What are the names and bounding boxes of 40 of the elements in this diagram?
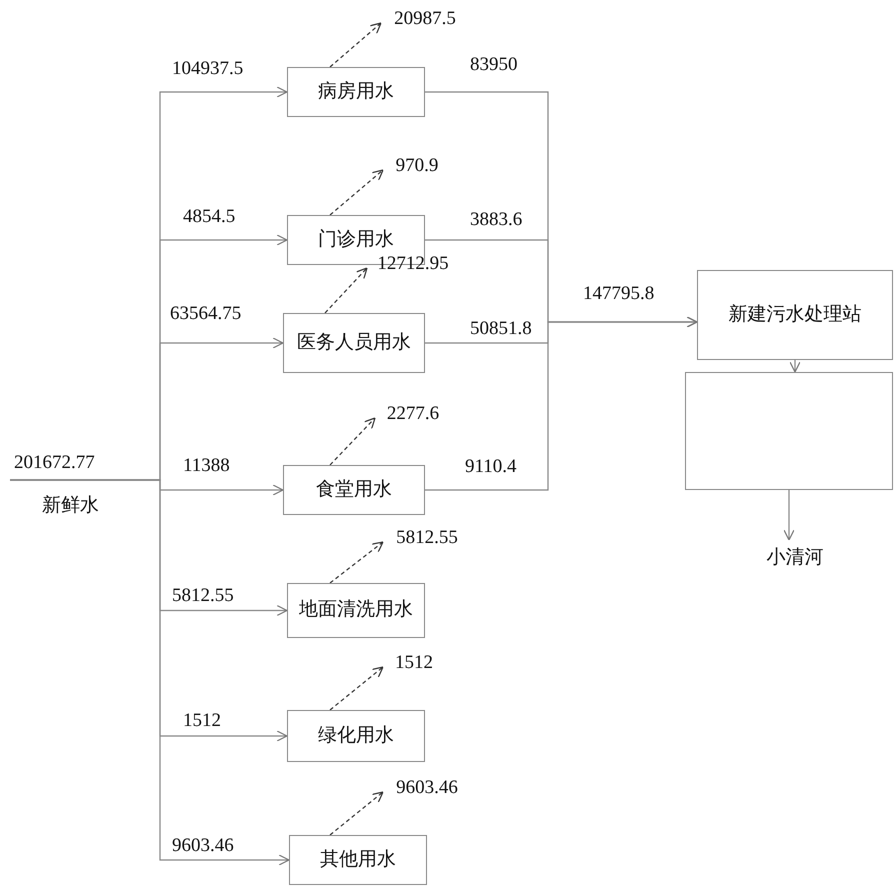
loss-value: 9603.46	[384, 774, 470, 802]
process-box: 食堂用水	[283, 465, 425, 515]
dashed-arrow	[330, 417, 376, 466]
flow-value: 147795.8	[583, 283, 654, 305]
process-box: 其他用水	[289, 835, 427, 885]
edge-label: 4854.5	[183, 206, 236, 228]
edge-label: 104937.5	[172, 58, 244, 80]
loss-value: 2277.6	[376, 400, 450, 428]
process-box: 绿化用水	[287, 710, 425, 762]
edge-label: 9110.4	[465, 456, 517, 478]
process-box	[685, 372, 893, 490]
flow-arrow	[789, 360, 801, 373]
flow-arrow	[783, 490, 795, 541]
process-box: 地面清洗用水	[287, 583, 425, 638]
edge-label: 11388	[183, 455, 230, 477]
source-label: 新鲜水	[42, 494, 99, 518]
process-box: 医务人员用水	[283, 313, 425, 373]
loss-value: 1512	[384, 649, 444, 677]
dashed-arrow	[324, 267, 368, 314]
dashed-arrow	[330, 541, 384, 584]
process-box: 新建污水处理站	[697, 270, 893, 360]
dashed-arrow	[330, 791, 384, 836]
edge-label: 83950	[470, 54, 518, 76]
river-label: 小清河	[740, 540, 850, 576]
dashed-arrow	[330, 22, 382, 68]
edge-label: 1512	[183, 710, 221, 732]
loss-value: 5812.55	[384, 524, 470, 552]
dashed-arrow	[330, 169, 384, 216]
edge-label: 63564.75	[170, 303, 242, 325]
loss-value: 20987.5	[382, 5, 468, 33]
edge-label: 5812.55	[172, 585, 234, 607]
edge-label: 3883.6	[470, 209, 522, 231]
flow-arrow	[425, 316, 698, 491]
process-box: 病房用水	[287, 67, 425, 117]
edge-label: 9603.46	[172, 835, 234, 857]
flow-arrow	[10, 479, 290, 866]
edge-label: 50851.8	[470, 318, 532, 340]
dashed-arrow	[330, 666, 384, 710]
loss-value: 970.9	[384, 152, 450, 180]
flow-value: 201672.77	[14, 452, 95, 474]
